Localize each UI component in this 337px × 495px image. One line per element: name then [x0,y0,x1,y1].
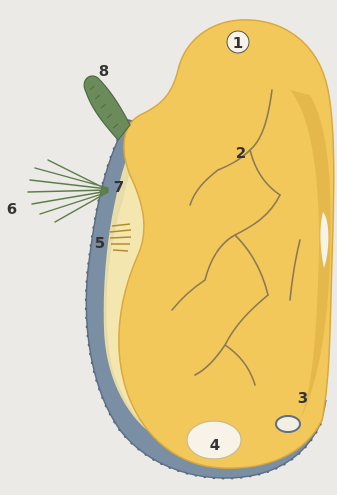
label-3: 3 [298,389,308,407]
label-7: 7 [114,178,124,196]
label-4: 4 [210,436,220,454]
label-8: 8 [99,62,109,80]
organ-3 [276,416,300,432]
label-5: 5 [95,234,105,252]
dorsal-tentacle [84,76,130,140]
label-1: 1 [233,34,243,52]
label-6: 6 [7,200,17,218]
label-2: 2 [236,144,246,162]
